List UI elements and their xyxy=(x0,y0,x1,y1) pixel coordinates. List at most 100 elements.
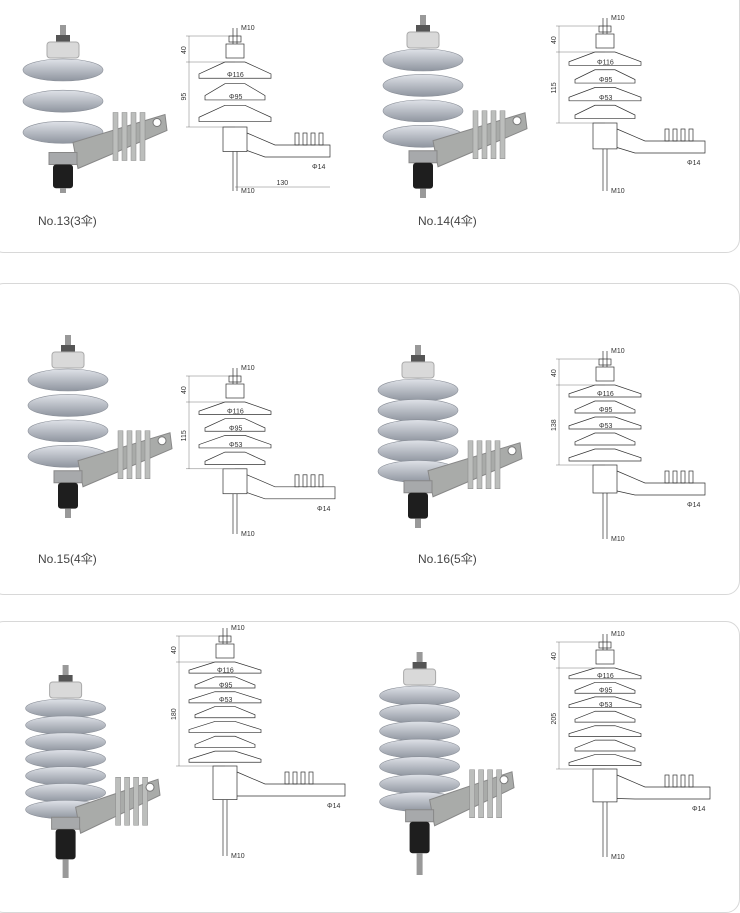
hole-diameter-label: Φ14 xyxy=(687,502,700,509)
bracket-fin xyxy=(481,110,488,159)
fin-outline xyxy=(672,128,678,142)
bottom-stud xyxy=(420,188,426,198)
bracket-outline xyxy=(246,132,331,158)
shed-outline xyxy=(198,401,272,415)
arrester-photo-2 xyxy=(382,15,528,198)
shed-outline xyxy=(204,451,266,465)
shed-outline xyxy=(568,667,642,680)
cap-outline xyxy=(595,649,615,665)
collar xyxy=(408,150,438,164)
black-base xyxy=(409,821,430,854)
bracket-fin xyxy=(135,430,142,479)
cap-outline xyxy=(225,43,245,59)
fin-outline xyxy=(680,470,686,484)
body-outline xyxy=(592,464,618,494)
bottom-stud xyxy=(60,188,66,193)
diameter-label-2: Φ95 xyxy=(229,425,242,432)
height-label-main: 115 xyxy=(551,82,558,93)
fin-outline xyxy=(300,771,306,785)
fin-outline xyxy=(294,132,300,146)
fin-outline xyxy=(310,132,316,146)
bracket-fin xyxy=(133,777,139,826)
height-label-main: 180 xyxy=(171,708,178,720)
bracket-hole xyxy=(507,446,517,456)
black-base xyxy=(58,482,78,509)
shed-outline xyxy=(204,418,266,432)
bracket-fin xyxy=(496,769,502,818)
fin-outline xyxy=(302,474,308,488)
thread-label-bottom: M10 xyxy=(611,536,625,543)
fin-outline xyxy=(680,128,686,142)
shed-outline xyxy=(574,400,636,414)
height-label-main: 205 xyxy=(551,713,558,725)
arrester-photo-6 xyxy=(379,652,515,875)
diameter-label-3: Φ53 xyxy=(219,697,232,704)
diameter-label-2: Φ95 xyxy=(219,682,232,689)
nut-outline xyxy=(598,641,612,649)
shed xyxy=(379,685,460,706)
bracket-fin xyxy=(117,430,124,479)
shed-outline xyxy=(188,691,262,704)
fin-outline xyxy=(302,132,308,146)
bracket-hole xyxy=(152,118,162,127)
diameter-label-1: Φ116 xyxy=(597,391,614,398)
fin-outline xyxy=(310,474,316,488)
shed-outline xyxy=(574,739,636,752)
top-nut xyxy=(416,25,430,32)
bracket-fin xyxy=(112,112,119,161)
diameter-label-3: Φ53 xyxy=(229,442,242,449)
bracket-fin xyxy=(499,110,506,159)
black-base xyxy=(55,829,76,860)
bracket-fin xyxy=(485,440,492,489)
collar xyxy=(53,470,83,484)
height-label-top: 40 xyxy=(181,386,188,394)
bracket-fin xyxy=(130,112,137,161)
product-caption-4: No.16(5伞) xyxy=(418,552,477,566)
shed xyxy=(382,48,464,72)
collar xyxy=(405,809,435,823)
shed-outline xyxy=(204,83,266,101)
diameter-label-2: Φ95 xyxy=(599,407,612,414)
bracket-hole xyxy=(157,436,167,446)
black-base xyxy=(413,162,433,189)
bracket-outline xyxy=(246,474,336,500)
bottom-stud xyxy=(416,853,423,875)
shed-outline xyxy=(198,104,272,122)
bracket-fin xyxy=(144,430,151,479)
shed xyxy=(379,756,460,777)
product-caption-3: No.15(4伞) xyxy=(38,552,97,566)
bracket-hole xyxy=(499,775,509,785)
shed-outline xyxy=(574,710,636,723)
shed xyxy=(382,74,464,97)
bracket-fin xyxy=(121,112,128,161)
diameter-label-1: Φ116 xyxy=(227,72,244,79)
shed-outline xyxy=(568,384,642,398)
metal-cap xyxy=(51,351,85,369)
bracket-fin xyxy=(467,440,474,489)
bracket-fin xyxy=(115,777,121,826)
metal-cap xyxy=(403,668,437,686)
shed xyxy=(25,766,106,786)
top-stud xyxy=(62,665,69,683)
nut-outline xyxy=(228,35,242,43)
hole-diameter-label: Φ14 xyxy=(327,803,340,810)
shed xyxy=(25,732,106,752)
diameter-label-3: Φ53 xyxy=(599,95,612,102)
nut-outline xyxy=(598,358,612,366)
fin-outline xyxy=(284,771,290,785)
thread-label-bottom: M10 xyxy=(611,188,625,195)
fin-outline xyxy=(672,774,678,788)
fin-outline xyxy=(318,132,324,146)
thread-label-top: M10 xyxy=(611,15,625,22)
bracket-fin xyxy=(142,777,148,826)
thread-label-top: M10 xyxy=(241,365,255,372)
arrester-photo-3 xyxy=(27,335,173,518)
fin-outline xyxy=(292,771,298,785)
shed xyxy=(379,738,460,759)
bracket-outline xyxy=(616,470,706,496)
bottom-stud xyxy=(415,518,421,528)
cap-outline xyxy=(225,383,245,399)
product-caption-2: No.14(4伞) xyxy=(418,214,477,228)
top-stud xyxy=(65,335,71,353)
